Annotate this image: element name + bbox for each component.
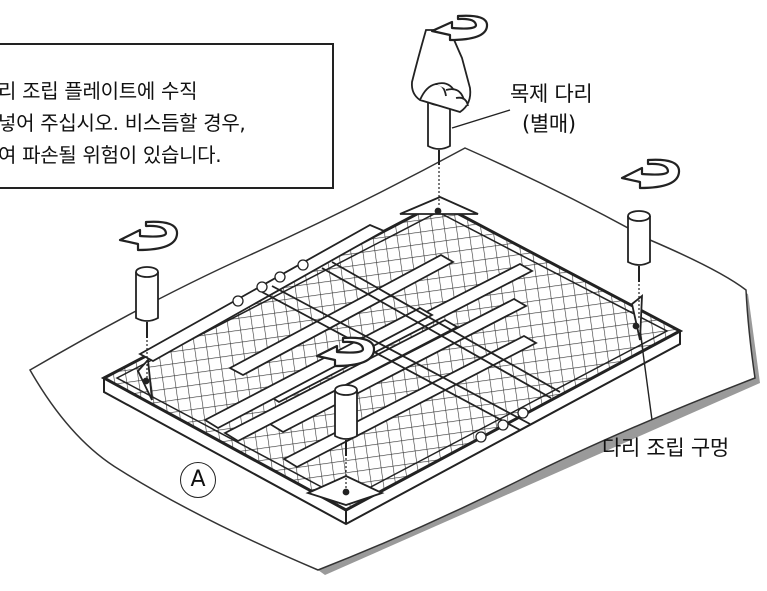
sold-separately-label: (별매) [522,112,576,136]
leader-line-assembly-hole [639,329,653,421]
wooden-legs [135,94,651,488]
wooden-leg-center [334,384,358,488]
circle-marker-a: A [180,462,216,498]
leg-assembly-plates [136,196,643,506]
wooden-leg-label: 목제 다리 [510,82,593,106]
rotation-arrow-icon [118,220,179,252]
notice-line: 넣어 주십시오. 비스듬할 경우, [0,111,246,135]
bed-frame-inner-edge [115,211,669,501]
rotation-arrow-icon [315,336,376,368]
leader-line-wooden-leg [451,109,511,129]
wooden-leg-right [627,210,651,318]
slats [138,223,538,469]
assembly-hole-label: 다리 조립 구멍 [602,436,729,460]
bolts [232,259,529,443]
long-rails [261,261,561,431]
notice-line: 여 파손될 위험이 있습니다. [0,143,222,167]
rotation-arrow-icon [620,158,681,190]
hand-icon [411,29,472,113]
notice-line: 리 조립 플레이트에 수직 [0,79,198,103]
rotation-arrow-icon [430,14,489,42]
notice-box: 리 조립 플레이트에 수직 넣어 주십시오. 비스듬할 경우, 여 파손될 위험… [0,43,334,189]
wooden-leg-left [135,266,159,380]
